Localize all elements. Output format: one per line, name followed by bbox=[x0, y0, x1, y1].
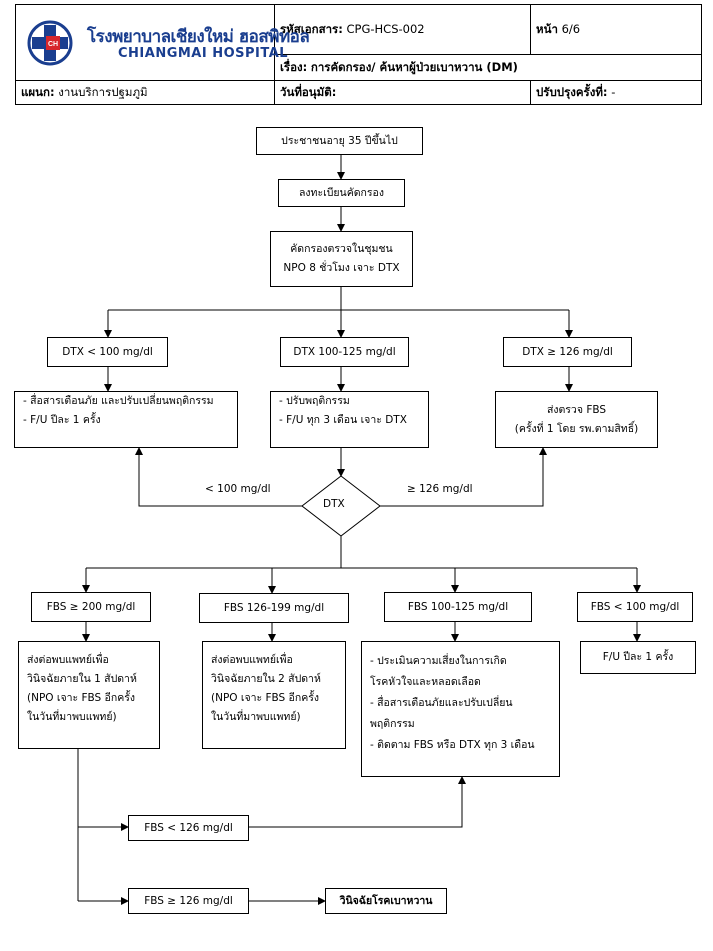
diabetes-diagnosis-text: วินิจฉัยโรคเบาหวาน bbox=[339, 894, 433, 907]
yearly-followup-box: F/U ปีละ 1 ครั้ง bbox=[580, 641, 696, 674]
fbs-100-125-box: FBS 100-125 mg/dl bbox=[384, 592, 532, 622]
high-action-line-2: (ครั้งที่ 1 โดย รพ.ตามสิทธิ์) bbox=[514, 422, 639, 435]
diabetes-diagnosis-box: วินิจฉัยโรคเบาหวาน bbox=[325, 888, 447, 914]
refer2-line-4: ในวันที่มาพบแพทย์) bbox=[211, 711, 301, 723]
subject-label: เรื่อง: bbox=[280, 59, 308, 74]
subject-cell: เรื่อง: การคัดกรอง/ ค้นหาผู้ป่วยเบาหวาน … bbox=[274, 54, 702, 81]
approval-date-label: วันที่อนุมัติ: bbox=[280, 84, 337, 99]
fbs-200-box: FBS ≥ 200 mg/dl bbox=[31, 592, 151, 622]
register-text: ลงทะเบียนคัดกรอง bbox=[299, 186, 384, 199]
fbs-below-100-box: FBS < 100 mg/dl bbox=[577, 592, 693, 622]
fbs-126-199-box: FBS 126-199 mg/dl bbox=[199, 593, 349, 623]
document-header: CH โรงพยาบาลเชียงใหม่ ฮอสพิทอล CHIANGMAI… bbox=[15, 4, 702, 105]
department-label: แผนก: bbox=[21, 84, 55, 99]
dtx-mid-text: DTX 100-125 mg/dl bbox=[293, 345, 396, 358]
refer2-line-2: วินิจฉัยภายใน 2 สัปดาห์ bbox=[211, 673, 321, 685]
fbs-below-126-text: FBS < 126 mg/dl bbox=[144, 821, 233, 834]
refer2-line-3: (NPO เจาะ FBS อีกครั้ง bbox=[211, 692, 320, 704]
doc-code-value: CPG-HCS-002 bbox=[346, 21, 425, 36]
department-cell: แผนก: งานบริการปฐมภูมิ bbox=[15, 80, 275, 105]
diamond-left-branch-label: < 100 mg/dl bbox=[205, 483, 271, 495]
decision-diamond bbox=[301, 475, 381, 537]
refer-2-week-box: ส่งต่อพบแพทย์เพื่อ วินิจฉัยภายใน 2 สัปดา… bbox=[202, 641, 346, 749]
revision-cell: ปรับปรุงครั้งที่: - bbox=[530, 80, 702, 105]
screening-line-2: NPO 8 ชั่วโมง เจาะ DTX bbox=[283, 262, 400, 274]
department-value: งานบริการปฐมภูมิ bbox=[58, 84, 148, 99]
risk-line-1: - ประเมินความเสี่ยงในการเกิด bbox=[370, 655, 507, 667]
hospital-name-thai: โรงพยาบาลเชียงใหม่ ฮอสพิทอล bbox=[87, 27, 310, 47]
refer1-line-4: ในวันที่มาพบแพทย์) bbox=[27, 711, 117, 723]
approval-date-cell: วันที่อนุมัติ: bbox=[274, 80, 531, 105]
revision-label: ปรับปรุงครั้งที่: bbox=[536, 84, 608, 99]
risk-line-2: โรคหัวใจและหลอดเลือด bbox=[370, 676, 481, 688]
hospital-logo-cell: CH โรงพยาบาลเชียงใหม่ ฮอสพิทอล CHIANGMAI… bbox=[15, 4, 310, 81]
refer2-line-1: ส่งต่อพบแพทย์เพื่อ bbox=[211, 654, 293, 666]
dtx-low-text: DTX < 100 mg/dl bbox=[62, 345, 153, 358]
dtx-mid-box: DTX 100-125 mg/dl bbox=[280, 337, 409, 367]
refer-1-week-box: ส่งต่อพบแพทย์เพื่อ วินิจฉัยภายใน 1 สัปดา… bbox=[18, 641, 160, 749]
refer1-line-1: ส่งต่อพบแพทย์เพื่อ bbox=[27, 654, 109, 666]
subject-value: การคัดกรอง/ ค้นหาผู้ป่วยเบาหวาน (DM) bbox=[310, 59, 518, 74]
hospital-logo-icon: CH bbox=[27, 20, 73, 66]
fbs-below-100-text: FBS < 100 mg/dl bbox=[590, 600, 680, 613]
dtx-high-box: DTX ≥ 126 mg/dl bbox=[503, 337, 632, 367]
decision-diamond-label: DTX bbox=[323, 498, 345, 510]
risk-line-5: - ติดตาม FBS หรือ DTX ทุก 3 เดือน bbox=[370, 739, 535, 751]
page-value: 6/6 bbox=[561, 21, 581, 36]
dtx-mid-action-box: - ปรับพฤติกรรม - F/U ทุก 3 เดือน เจาะ DT… bbox=[270, 391, 429, 448]
diamond-right-branch-label: ≥ 126 mg/dl bbox=[407, 483, 473, 495]
start-text: ประชาชนอายุ 35 ปีขึ้นไป bbox=[281, 134, 398, 147]
risk-assessment-box: - ประเมินความเสี่ยงในการเกิด โรคหัวใจและ… bbox=[361, 641, 560, 777]
dtx-high-action-box: ส่งตรวจ FBS (ครั้งที่ 1 โดย รพ.ตามสิทธิ์… bbox=[495, 391, 658, 448]
risk-line-3: - สื่อสารเตือนภัยและปรับเปลี่ยน bbox=[370, 697, 513, 709]
dtx-high-text: DTX ≥ 126 mg/dl bbox=[522, 345, 613, 358]
svg-text:CH: CH bbox=[48, 41, 58, 48]
screening-line-1: คัดกรองตรวจในชุมชน bbox=[290, 243, 393, 255]
doc-code-cell: รหัสเอกสาร: CPG-HCS-002 bbox=[274, 4, 531, 55]
hospital-name-english: CHIANGMAI HOSPITAL bbox=[118, 46, 289, 61]
mid-action-line-1: - ปรับพฤติกรรม bbox=[279, 395, 350, 407]
refer1-line-3: (NPO เจาะ FBS อีกครั้ง bbox=[27, 692, 136, 704]
fbs-at-least-126-box: FBS ≥ 126 mg/dl bbox=[128, 888, 249, 914]
low-action-line-2: - F/U ปีละ 1 ครั้ง bbox=[23, 414, 101, 426]
doc-code-label: รหัสเอกสาร: bbox=[280, 21, 343, 36]
revision-value: - bbox=[611, 84, 616, 99]
yearly-followup-text: F/U ปีละ 1 ครั้ง bbox=[602, 651, 674, 663]
fbs-100-125-text: FBS 100-125 mg/dl bbox=[407, 600, 509, 613]
dtx-low-box: DTX < 100 mg/dl bbox=[47, 337, 168, 367]
fbs-126-199-text: FBS 126-199 mg/dl bbox=[223, 601, 325, 614]
refer1-line-2: วินิจฉัยภายใน 1 สัปดาห์ bbox=[27, 673, 137, 685]
page-label: หน้า bbox=[536, 21, 558, 36]
community-screening-box: คัดกรองตรวจในชุมชน NPO 8 ชั่วโมง เจาะ DT… bbox=[270, 231, 413, 287]
fbs-at-least-126-text: FBS ≥ 126 mg/dl bbox=[144, 894, 233, 907]
start-box: ประชาชนอายุ 35 ปีขึ้นไป bbox=[256, 127, 423, 155]
register-box: ลงทะเบียนคัดกรอง bbox=[278, 179, 405, 207]
low-action-line-1: - สื่อสารเตือนภัย และปรับเปลี่ยนพฤติกรรม bbox=[23, 395, 214, 407]
fbs-200-text: FBS ≥ 200 mg/dl bbox=[46, 600, 136, 613]
high-action-line-1: ส่งตรวจ FBS bbox=[546, 403, 607, 416]
risk-line-4: พฤติกรรม bbox=[370, 718, 415, 730]
dtx-low-action-box: - สื่อสารเตือนภัย และปรับเปลี่ยนพฤติกรรม… bbox=[14, 391, 238, 448]
mid-action-line-2: - F/U ทุก 3 เดือน เจาะ DTX bbox=[279, 414, 407, 426]
fbs-below-126-box: FBS < 126 mg/dl bbox=[128, 815, 249, 841]
